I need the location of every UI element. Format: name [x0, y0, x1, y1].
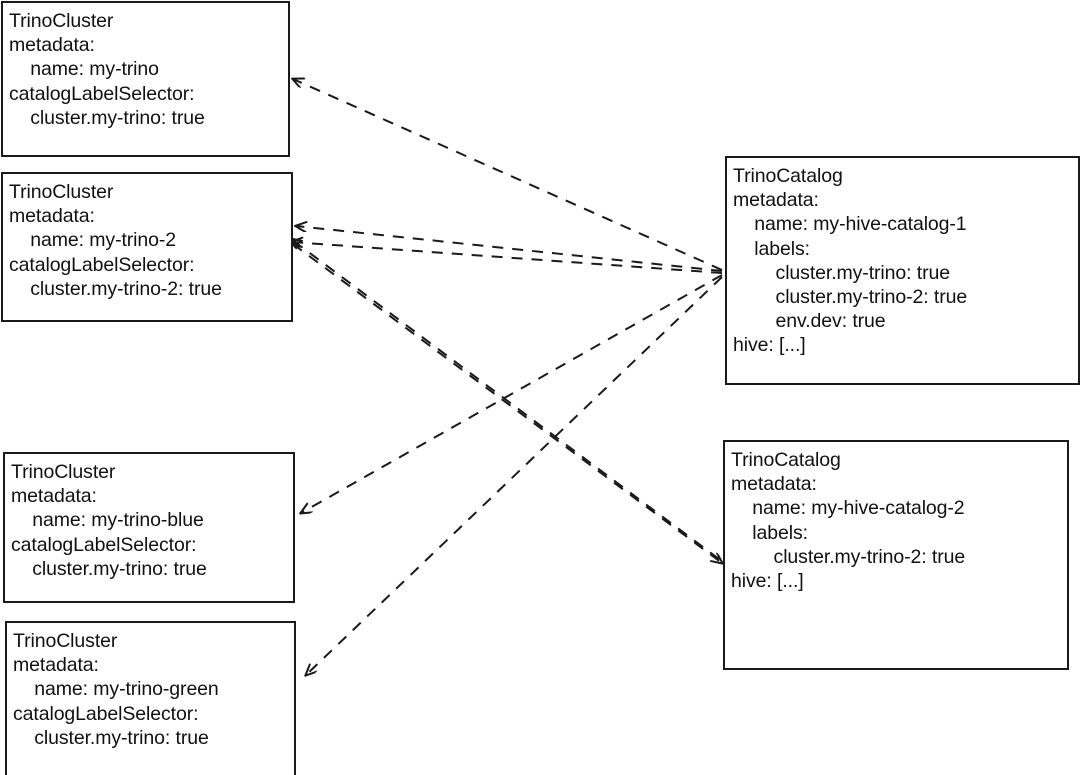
node-field-line: hive: [...]: [733, 334, 806, 357]
edge-catalog1-to-my-trino-blue: [301, 274, 723, 513]
edge-to-catalog2: [292, 243, 722, 563]
node-field-line: catalogLabelSelector:: [9, 82, 195, 105]
node-field-line: labels:: [731, 521, 808, 544]
node-field-line: name: my-trino-blue: [11, 509, 204, 532]
node-field-line: env.dev: true: [733, 310, 886, 333]
node-field-line: metadata:: [731, 473, 817, 496]
node-field-line: cluster.my-trino: true: [733, 261, 951, 284]
node-field-line: metadata:: [733, 189, 819, 212]
node-field-line: catalogLabelSelector:: [13, 702, 199, 725]
node-field-line: metadata:: [11, 485, 97, 508]
node-field-line: name: my-hive-catalog-2: [731, 497, 965, 520]
edge-catalog1-to-my-trino: [293, 79, 723, 271]
node-field-line: cluster.my-trino: true: [11, 557, 207, 580]
node-kind-label: TrinoCluster: [9, 181, 114, 203]
node-kind-label: TrinoCatalog: [733, 165, 843, 187]
node-field-line: metadata:: [9, 205, 95, 228]
node-kind-label: TrinoCatalog: [731, 449, 841, 471]
edge-catalog2-to-my-trino-2: [291, 239, 720, 560]
node-field-line: hive: [...]: [731, 570, 804, 593]
node-kind-label: TrinoCluster: [11, 461, 116, 483]
node-field-line: metadata:: [13, 654, 99, 677]
edge-catalog1-to-my-trino-2-a: [296, 226, 723, 272]
node-field-line: metadata:: [9, 34, 95, 57]
node-field-line: cluster.my-trino-2: true: [731, 545, 966, 568]
node-field-line: cluster.my-trino: true: [9, 106, 205, 129]
node-field-line: name: my-trino-green: [13, 678, 219, 701]
node-kind-label: TrinoCluster: [9, 10, 114, 32]
edge-catalog1-to-my-trino-2-b: [292, 242, 723, 274]
edge-paths: [291, 79, 722, 675]
node-field-line: labels:: [733, 237, 810, 260]
node-field-line: cluster.my-trino-2: true: [733, 286, 968, 309]
node-field-line: cluster.my-trino: true: [13, 726, 209, 749]
node-field-line: cluster.my-trino-2: true: [9, 277, 222, 300]
node-field-line: name: my-trino-2: [9, 229, 177, 252]
node-field-line: catalogLabelSelector:: [9, 253, 195, 276]
node-kind-label: TrinoCluster: [13, 630, 118, 652]
node-field-line: catalogLabelSelector:: [11, 533, 197, 556]
edge-catalog1-to-my-trino-green: [306, 276, 723, 675]
node-field-line: name: my-trino: [9, 58, 159, 81]
node-field-line: name: my-hive-catalog-1: [733, 213, 967, 236]
